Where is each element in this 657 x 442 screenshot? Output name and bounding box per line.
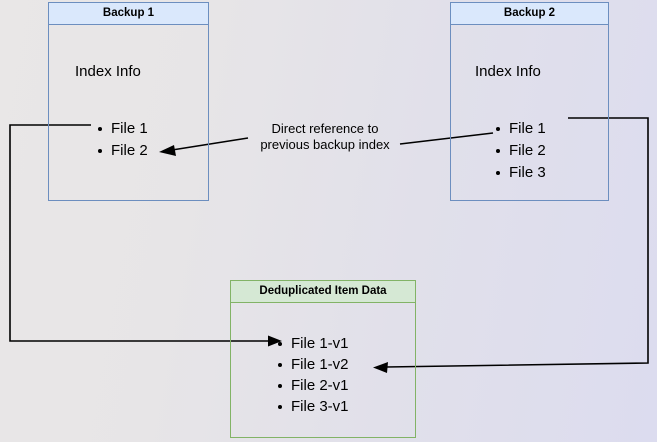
edge-backup2-to-label xyxy=(399,132,494,145)
list-item: File 1 xyxy=(495,118,546,140)
list-item: File 2 xyxy=(97,140,148,162)
list-item: File 1-v1 xyxy=(277,333,349,354)
dedup-file-list: File 1-v1 File 1-v2 File 2-v1 File 3-v1 xyxy=(277,333,349,417)
arrowhead-to-dedup-file1v1 xyxy=(268,335,282,347)
node-backup-2-body: Index Info File 1 File 2 File 3 xyxy=(451,25,608,200)
list-item: File 1-v2 xyxy=(277,354,349,375)
node-dedup-body: File 1-v1 File 1-v2 File 2-v1 File 3-v1 xyxy=(231,303,415,437)
node-backup-1-header: Backup 1 xyxy=(49,3,208,25)
node-backup-2[interactable]: Backup 2 Index Info File 1 File 2 File 3 xyxy=(450,2,609,201)
node-dedup-header: Deduplicated Item Data xyxy=(231,281,415,303)
arrowhead-to-backup1-file2 xyxy=(159,145,176,156)
backup-1-index-info-label: Index Info xyxy=(75,63,141,80)
list-item: File 3 xyxy=(495,162,546,184)
node-backup-2-header: Backup 2 xyxy=(451,3,608,25)
backup-1-file-list: File 1 File 2 xyxy=(97,118,148,162)
node-backup-1[interactable]: Backup 1 Index Info File 1 File 2 xyxy=(48,2,209,201)
backup-2-file-list: File 1 File 2 File 3 xyxy=(495,118,546,184)
node-deduplicated-item-data[interactable]: Deduplicated Item Data File 1-v1 File 1-… xyxy=(230,280,416,438)
backup-2-index-info-label: Index Info xyxy=(475,63,541,80)
edge-label-to-backup1-file2 xyxy=(171,137,249,151)
node-backup-1-body: Index Info File 1 File 2 xyxy=(49,25,208,200)
list-item: File 2-v1 xyxy=(277,375,349,396)
list-item: File 1 xyxy=(97,118,148,140)
edge-backup1-file1-to-dedup xyxy=(9,124,270,342)
edge-label-direct-reference: Direct reference to previous backup inde… xyxy=(249,121,401,153)
edge-label-line-1: Direct reference to xyxy=(271,121,379,136)
arrowhead-to-dedup-file1v2 xyxy=(373,362,388,373)
edge-label-line-2: previous backup index xyxy=(260,137,390,152)
list-item: File 3-v1 xyxy=(277,396,349,417)
list-item: File 2 xyxy=(495,140,546,162)
